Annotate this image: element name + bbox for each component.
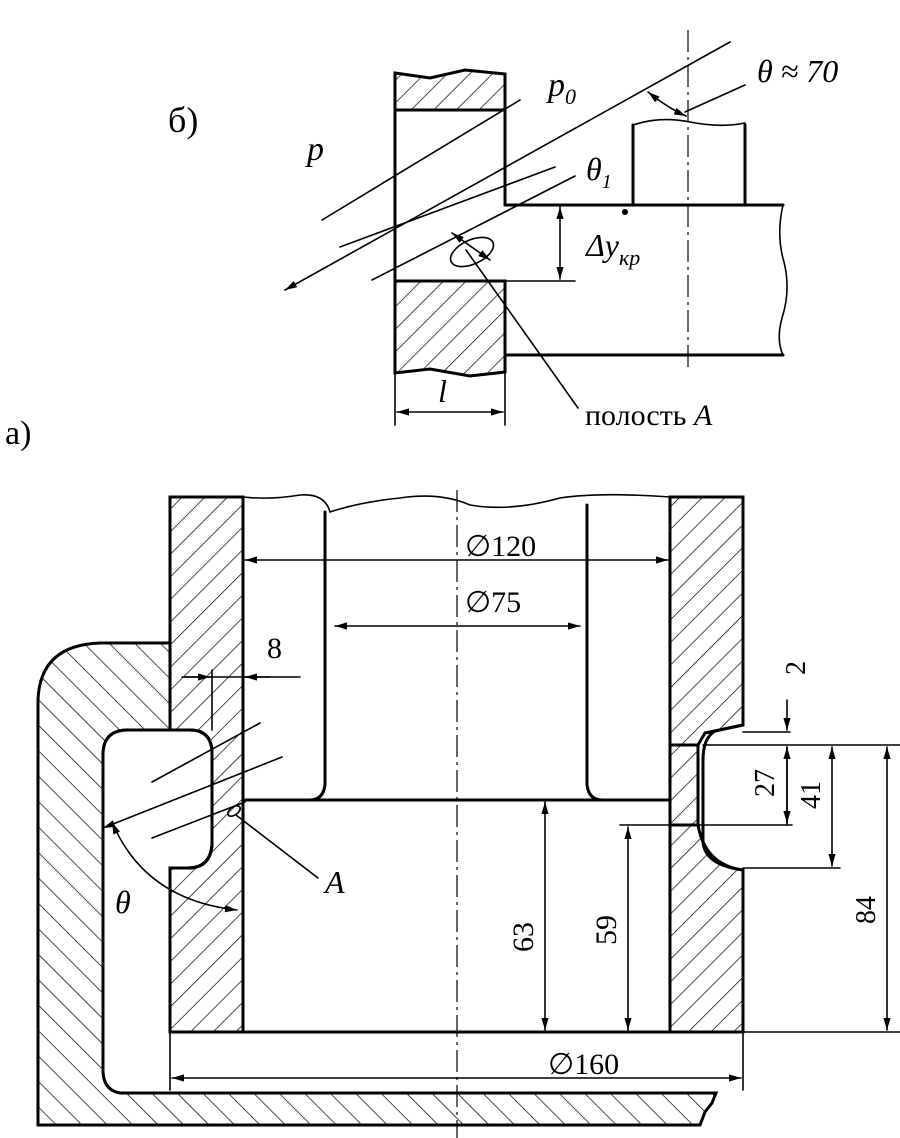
jet-a-1 <box>151 722 261 783</box>
theta-arc-a <box>111 821 238 913</box>
cavity-leader <box>465 249 579 409</box>
label-dim59: 59 <box>590 915 623 945</box>
cavity-arrow <box>451 232 491 261</box>
jet-line-2 <box>339 166 556 248</box>
panel-a: a) <box>5 415 900 1138</box>
label-dy-kr: Δyкр <box>584 227 640 270</box>
right-port-outer <box>701 723 745 872</box>
label-a: A <box>323 864 345 900</box>
label-dim27: 27 <box>750 769 781 797</box>
label-d120: ∅120 <box>465 530 536 563</box>
label-d75: ∅75 <box>465 586 521 619</box>
label-dim41: 41 <box>796 781 827 809</box>
label-dim2: 2 <box>781 661 812 675</box>
top-break <box>242 493 671 513</box>
upper-wall-section <box>393 68 507 112</box>
rod-sides <box>631 123 747 207</box>
corner-dot <box>622 209 628 215</box>
panel-a-label: a) <box>5 415 31 452</box>
label-theta-70: θ ≈ 70 <box>757 53 838 89</box>
theta-leader <box>684 84 746 113</box>
label-dim8: 8 <box>267 632 282 665</box>
right-port-inner <box>668 743 700 827</box>
right-wall-section <box>668 495 745 827</box>
rod-break <box>632 118 746 127</box>
jet-a-main <box>102 756 283 829</box>
label-cavity: полость A <box>585 399 713 432</box>
label-l: l <box>438 373 447 409</box>
label-theta1: θ1 <box>586 151 612 193</box>
panel-b-label: б) <box>168 100 198 140</box>
label-p0: p0 <box>546 67 576 109</box>
label-p: p <box>305 131 324 168</box>
boss-break <box>778 204 788 356</box>
label-theta: θ <box>115 884 131 920</box>
jet-line-main <box>284 41 731 291</box>
jet-line-1 <box>321 99 521 221</box>
label-d160: ∅160 <box>548 1048 619 1081</box>
right-wall-lower-section <box>668 823 745 1034</box>
theta-arc <box>647 91 687 117</box>
jet-line-3 <box>371 175 576 281</box>
inner-bore-left <box>241 510 327 802</box>
lower-wall-section <box>393 279 507 378</box>
label-dim84: 84 <box>851 896 882 924</box>
cavity-a-leader <box>235 814 319 879</box>
inner-bore-right <box>585 503 672 802</box>
outer-cavity-bottom <box>101 1068 172 1095</box>
label-dim63: 63 <box>507 922 540 952</box>
panel-b: б) p p0 θ ≈ 70 θ1 Δyкр l полость A <box>168 30 838 432</box>
